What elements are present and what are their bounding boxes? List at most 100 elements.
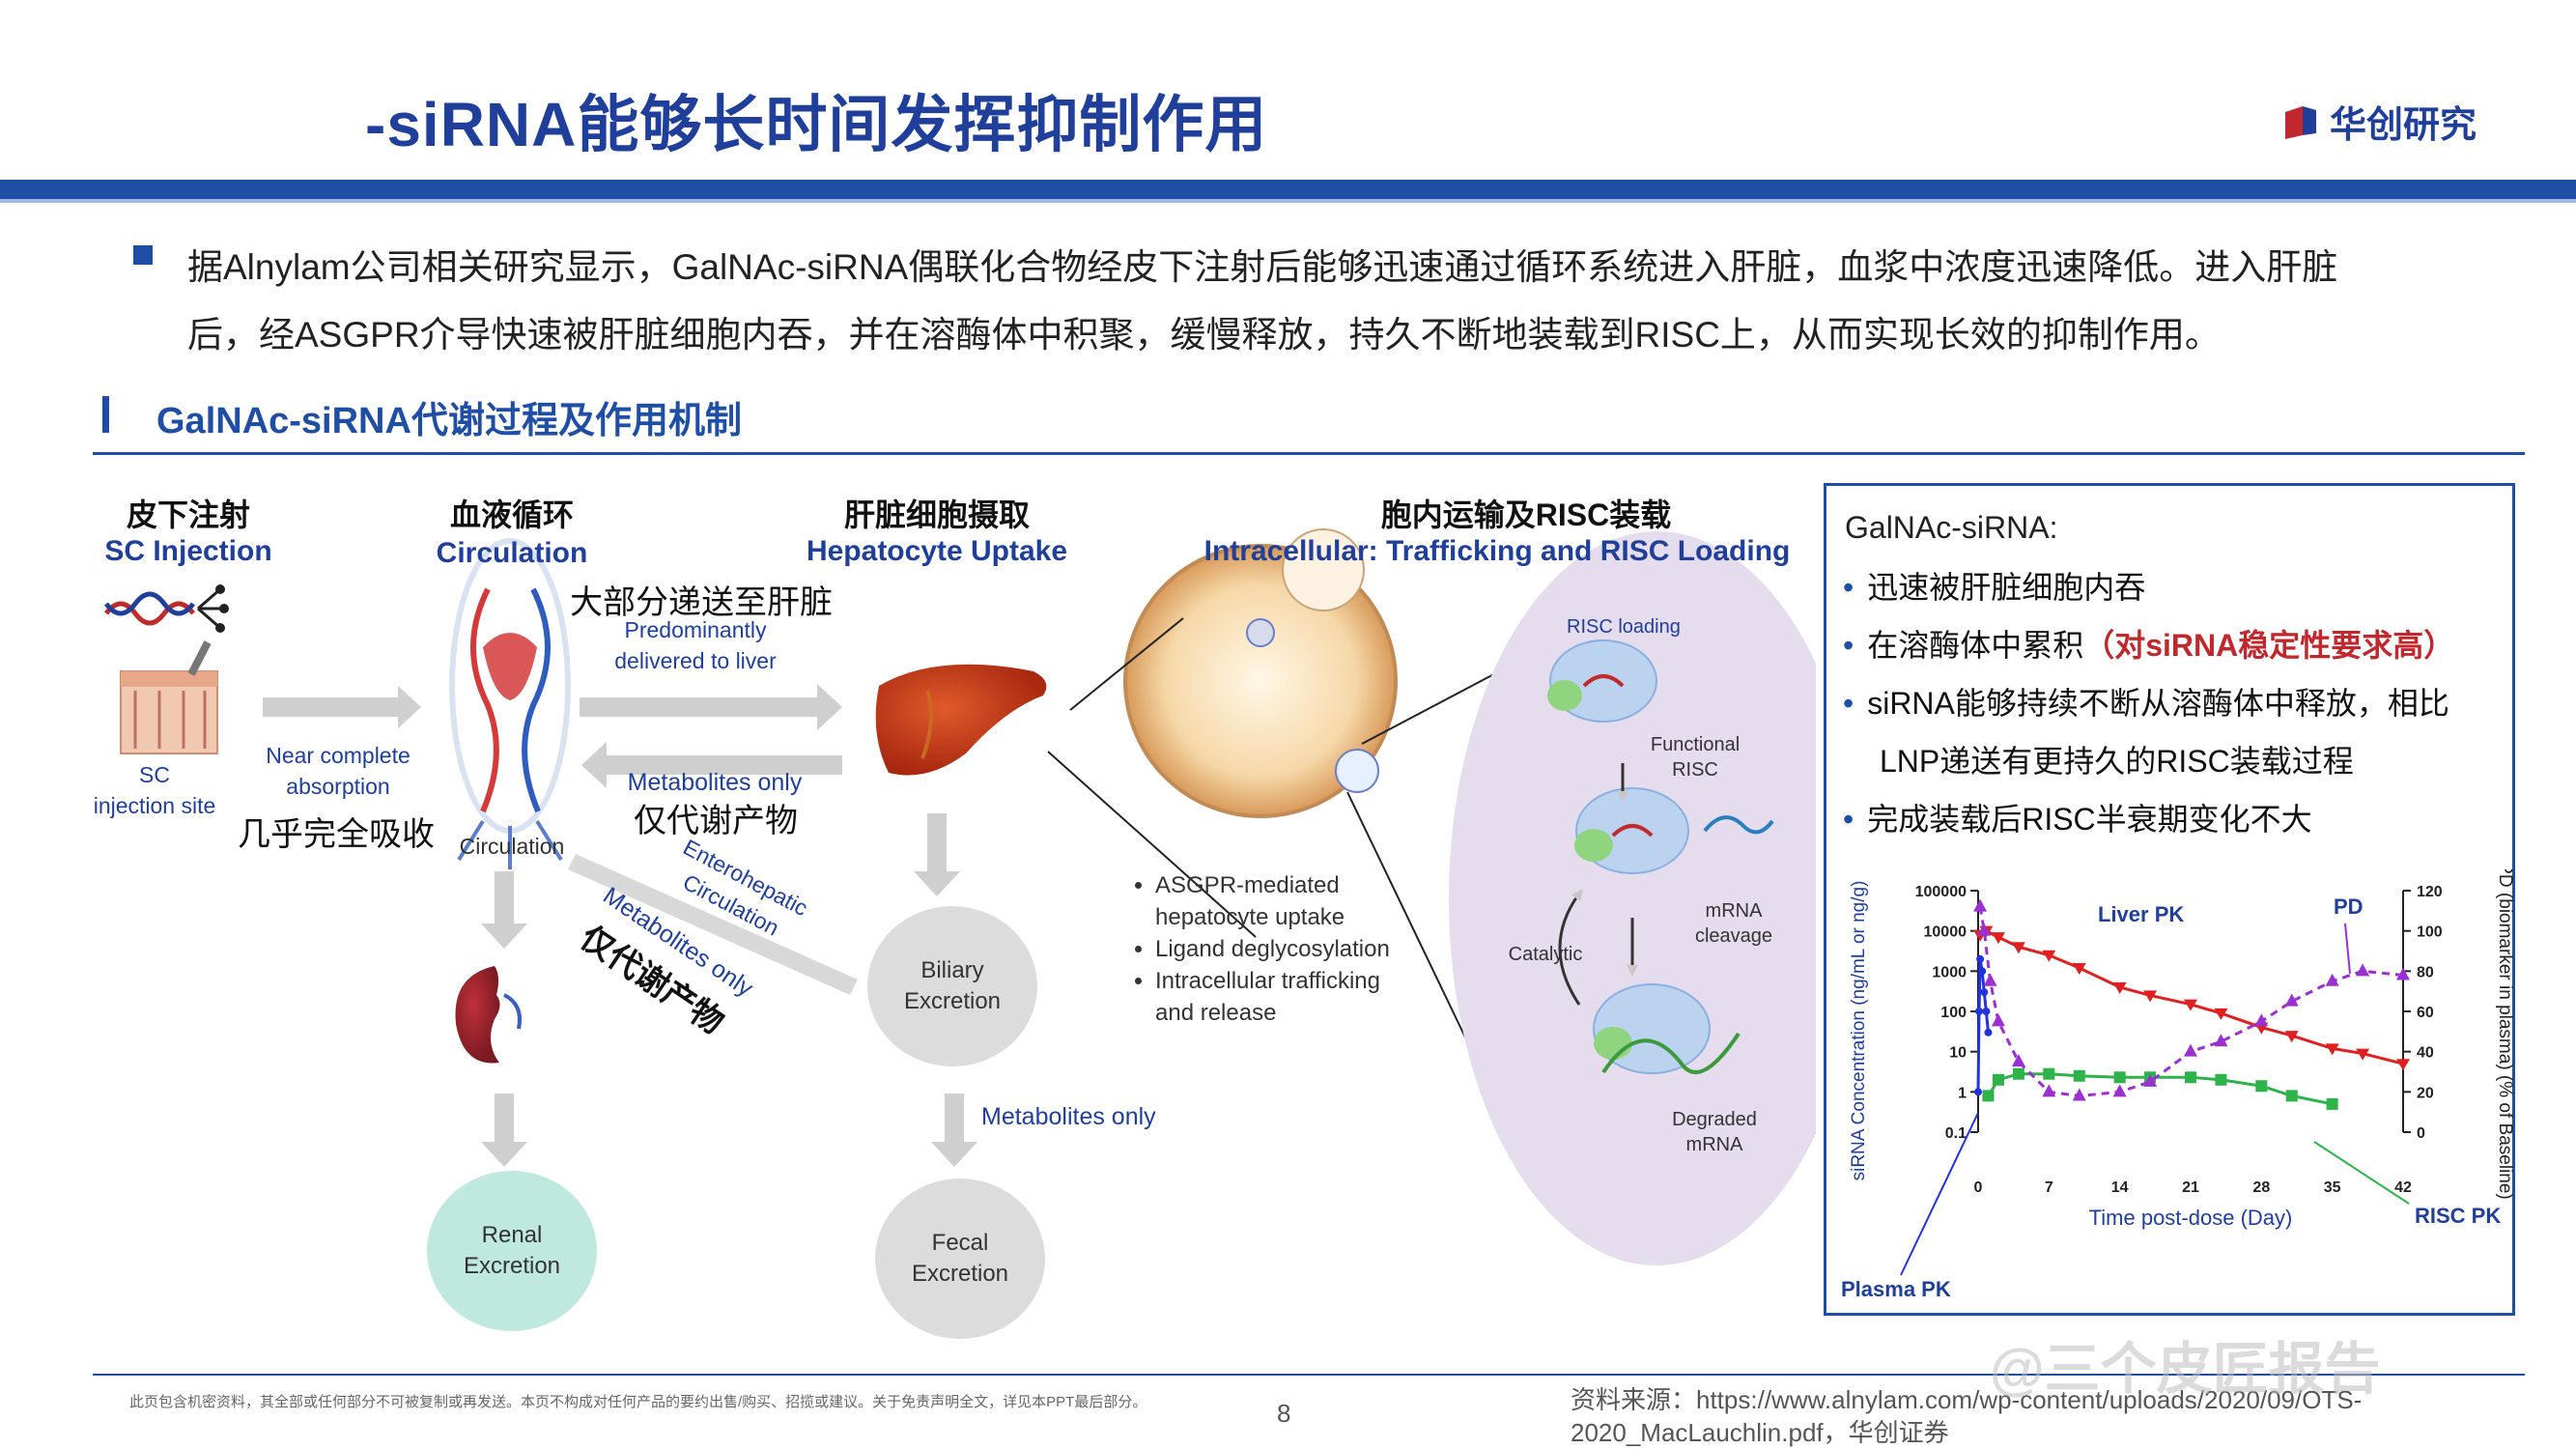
data-point [1984, 1028, 1993, 1037]
data-point [1977, 923, 1992, 936]
y2-tick-label: 20 [2417, 1085, 2434, 1101]
data-point [2326, 1097, 2338, 1110]
risc-loading-panel [1449, 531, 1816, 1265]
data-point [2214, 1008, 2228, 1020]
brand-logo: 华创研究 [2281, 95, 2477, 148]
intro-line-1: 据Alnylam公司相关研究显示，GalNAc-siRNA偶联化合物经皮下注射后… [187, 247, 2338, 287]
y-axis-label: siRNA Concentration (ng/mL or ng/g) [1849, 881, 1869, 1181]
data-point [1976, 954, 1985, 963]
data-point [1992, 1073, 2004, 1086]
data-point [1983, 973, 1997, 986]
y2-tick-label: 0 [2417, 1125, 2425, 1142]
data-point [2143, 990, 2158, 1003]
y2-tick-label: 60 [2417, 1005, 2434, 1021]
panel-heading: GalNAc-siRNA: [1845, 510, 2058, 545]
y-tick-label: 100 [1940, 1005, 1967, 1021]
data-point [2011, 1054, 2025, 1067]
data-point [1978, 967, 1987, 976]
annotation-pd: PD [2334, 895, 2364, 919]
series-line [1976, 958, 1990, 1093]
arrow-down-icon [931, 1094, 977, 1167]
data-point [2396, 967, 2410, 980]
section-divider [93, 452, 2525, 455]
list-item: •在溶酶体中累积（对siRNA稳定性要求高） [1843, 628, 2455, 663]
data-point [2184, 999, 2197, 1011]
data-point [1982, 1008, 1991, 1015]
series-line [1987, 1072, 2333, 1106]
summary-panel [1824, 483, 2515, 1316]
logo-text: 华创研究 [2330, 105, 2477, 146]
liver-icon [875, 664, 1047, 776]
col3-en-label: Hepatocyte Uptake [806, 535, 1068, 567]
arrow-diagonal-icon [568, 854, 858, 995]
x-axis-label: Time post-dose (Day) [2089, 1206, 2293, 1230]
y-tick-label: 0.1 [1945, 1125, 1967, 1142]
data-point [2043, 1067, 2055, 1080]
kidney-icon [455, 966, 522, 1064]
risc-complex-icon [1547, 639, 1774, 1074]
dna-icon [104, 584, 229, 633]
x-tick-label: 28 [2252, 1179, 2270, 1196]
data-point [2284, 1031, 2299, 1043]
list-item-continued: LNP递送有更持久的RISC装载过程 [1880, 744, 2354, 779]
data-point [2356, 1048, 2370, 1061]
data-point [1974, 1088, 1982, 1096]
data-point [2112, 1084, 2127, 1097]
y2-axis-label: PD (biomarker in plasma) (% of Baseline) [2495, 869, 2515, 1200]
x-tick-label: 7 [2045, 1179, 2053, 1196]
col1-en-label: SC Injection [104, 535, 272, 567]
arrow-right-icon [263, 686, 421, 728]
annotation-plasma-pk: Plasma PK [1841, 1277, 1951, 1301]
data-point [2215, 1073, 2227, 1086]
data-point [1982, 1090, 1995, 1102]
data-point [1991, 932, 2005, 945]
y2-tick-label: 100 [2417, 924, 2443, 941]
y2-tick-label: 80 [2417, 964, 2434, 980]
data-point [1973, 898, 1988, 912]
risc-loading-label: RISC loading [1567, 616, 1681, 638]
data-point [2184, 1043, 2197, 1057]
data-point [2325, 1043, 2339, 1056]
series-line [1978, 906, 2404, 1098]
footer-divider [93, 1374, 2525, 1376]
annotation-liver-pk: Liver PK [2098, 902, 2184, 926]
logo-icon [2281, 102, 2320, 141]
list-item: Ligand deglycosylation [1155, 933, 1390, 965]
arrow-down-icon [481, 1094, 527, 1167]
mechanism-diagram [104, 528, 1816, 1265]
x-tick-label: 14 [2111, 1179, 2129, 1196]
y2-tick-label: 120 [2417, 884, 2443, 900]
x-tick-label: 35 [2324, 1179, 2341, 1196]
data-point [2325, 973, 2339, 986]
header-bar [0, 180, 2576, 203]
annotation-plasma-pointer [1900, 1112, 1979, 1276]
data-point [2072, 1088, 2086, 1101]
absorption-cn-label: 几乎完全吸收 [238, 816, 435, 853]
bullet-square-icon [133, 245, 153, 265]
data-point [2284, 993, 2299, 1007]
data-point [2072, 963, 2086, 976]
section-title: GalNAc-siRNA代谢过程及作用机制 [156, 401, 742, 441]
fecal-metabolites-label: Metabolites only [981, 1103, 1156, 1130]
metabolites-cn-label: 仅代谢产物 [634, 803, 798, 839]
data-point [2254, 1013, 2269, 1027]
hepatocyte-cell-icon [1123, 528, 1398, 818]
y2-tick-label: 40 [2417, 1045, 2434, 1062]
data-point [2255, 1080, 2268, 1093]
panel-list: •迅速被肝脏细胞内吞 •在溶酶体中累积（对siRNA稳定性要求高） •siRNA… [1843, 558, 2454, 848]
list-item: •siRNA能够持续不断从溶酶体中释放，相比 [1843, 686, 2449, 721]
y-tick-label: 1000 [1932, 964, 1967, 980]
circulation-icon [449, 538, 571, 869]
intro-text: 据Alnylam公司相关研究显示，GalNAc-siRNA偶联化合物经皮下注射后… [187, 234, 2486, 369]
source-text: 资料来源：https://www.alnylam.com/wp-content/… [1571, 1385, 2363, 1447]
arrow-down-icon [481, 871, 527, 949]
y-tick-label: 10 [1949, 1045, 1967, 1062]
y-tick-label: 100000 [1915, 884, 1967, 900]
